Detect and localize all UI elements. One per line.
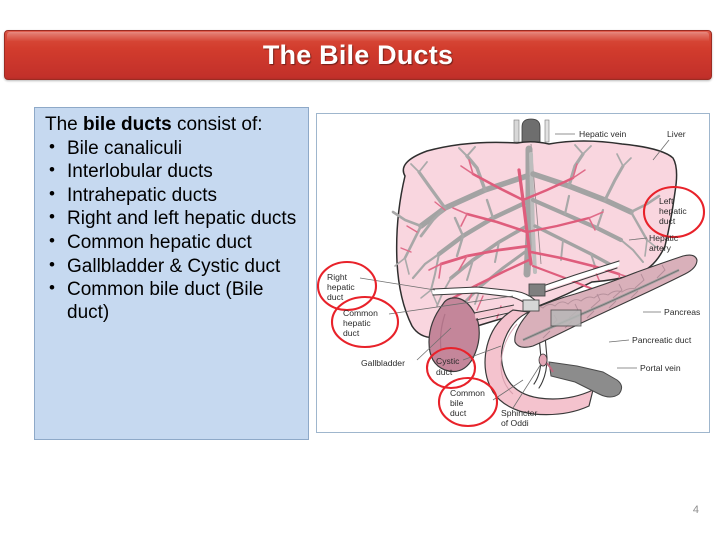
bile-duct-list: Bile canaliculi Interlobular ducts Intra… bbox=[41, 137, 300, 325]
label-text: Sphincter bbox=[501, 408, 537, 418]
label-cystic-duct: Cystic duct bbox=[425, 345, 502, 390]
portal-vein-shape bbox=[522, 283, 623, 398]
list-item: Interlobular ducts bbox=[41, 160, 300, 184]
label-portal-vein: Portal vein bbox=[617, 363, 681, 373]
label-liver: Liver bbox=[652, 129, 686, 161]
intro-sentence: The bile ducts consist of: bbox=[41, 114, 300, 137]
bile-duct-system bbox=[432, 260, 620, 389]
anatomy-illustration: Hepatic vein Liver Left hepatic duct Hep… bbox=[317, 118, 706, 428]
label-hepatic-artery: Hepatic artery bbox=[628, 233, 679, 253]
label-sphincter-of-oddi: Sphincter of Oddi bbox=[501, 363, 542, 428]
list-item: Intrahepatic ducts bbox=[41, 184, 300, 208]
hepatic-vessel-tree bbox=[391, 144, 661, 313]
label-text: Pancreas bbox=[664, 307, 700, 317]
list-item: Common hepatic duct bbox=[41, 231, 300, 255]
label-text: Liver bbox=[667, 129, 686, 139]
intro-suffix: consist of: bbox=[171, 114, 263, 135]
highlight-circle bbox=[425, 346, 477, 390]
list-item: Gallbladder & Cystic duct bbox=[41, 255, 300, 279]
label-text: Hepatic bbox=[649, 233, 679, 243]
label-text: Hepatic vein bbox=[579, 129, 627, 139]
label-hepatic-vein: Hepatic vein bbox=[555, 129, 627, 139]
slide-title-bar: The Bile Ducts bbox=[4, 30, 712, 80]
label-text: of Oddi bbox=[501, 418, 529, 428]
label-text: Left bbox=[659, 196, 674, 206]
list-item: Right and left hepatic ducts bbox=[41, 207, 300, 231]
label-left-hepatic-duct: Left hepatic duct bbox=[642, 185, 706, 239]
label-text: duct bbox=[659, 216, 676, 226]
label-text: hepatic bbox=[343, 318, 371, 328]
label-pancreas: Pancreas bbox=[643, 307, 700, 317]
highlight-circle bbox=[642, 185, 706, 239]
intro-bold-term: bile ducts bbox=[83, 114, 172, 135]
label-text: Pancreatic duct bbox=[632, 335, 692, 345]
content-text-panel: The bile ducts consist of: Bile canalicu… bbox=[34, 107, 309, 440]
highlight-circle bbox=[437, 376, 499, 428]
label-common-bile-duct: Common bile duct bbox=[437, 376, 524, 428]
label-text: bile bbox=[450, 398, 464, 408]
label-text: artery bbox=[649, 243, 672, 253]
label-text: hepatic bbox=[659, 206, 687, 216]
label-text: duct bbox=[450, 408, 467, 418]
intro-prefix: The bbox=[45, 114, 84, 135]
label-text: duct bbox=[327, 292, 344, 302]
label-text: duct bbox=[436, 367, 453, 377]
label-pancreatic-duct: Pancreatic duct bbox=[608, 335, 692, 345]
list-item: Common bile duct (Bile duct) bbox=[41, 278, 300, 324]
label-text: Common bbox=[343, 308, 378, 318]
label-text: Right bbox=[327, 272, 348, 282]
highlight-circle bbox=[330, 295, 400, 349]
highlight-circle bbox=[317, 260, 378, 312]
page-number: 4 bbox=[692, 504, 699, 516]
sphincter-of-oddi-shape bbox=[538, 353, 554, 373]
page-title: The Bile Ducts bbox=[262, 39, 454, 70]
list-item: Bile canaliculi bbox=[41, 137, 300, 161]
label-text: duct bbox=[343, 328, 360, 338]
label-common-hepatic-duct: Common hepatic duct bbox=[330, 295, 514, 349]
biliary-anatomy-diagram: Hepatic vein Liver Left hepatic duct Hep… bbox=[316, 113, 710, 433]
label-text: Portal vein bbox=[640, 363, 681, 373]
label-right-hepatic-duct: Right hepatic duct bbox=[317, 260, 436, 312]
label-gallbladder: Gallbladder bbox=[361, 327, 452, 368]
hepatic-vein-shape bbox=[513, 118, 550, 143]
label-text: hepatic bbox=[327, 282, 355, 292]
label-text: Gallbladder bbox=[361, 358, 405, 368]
label-text: Common bbox=[450, 388, 485, 398]
label-text: Cystic bbox=[436, 356, 460, 366]
